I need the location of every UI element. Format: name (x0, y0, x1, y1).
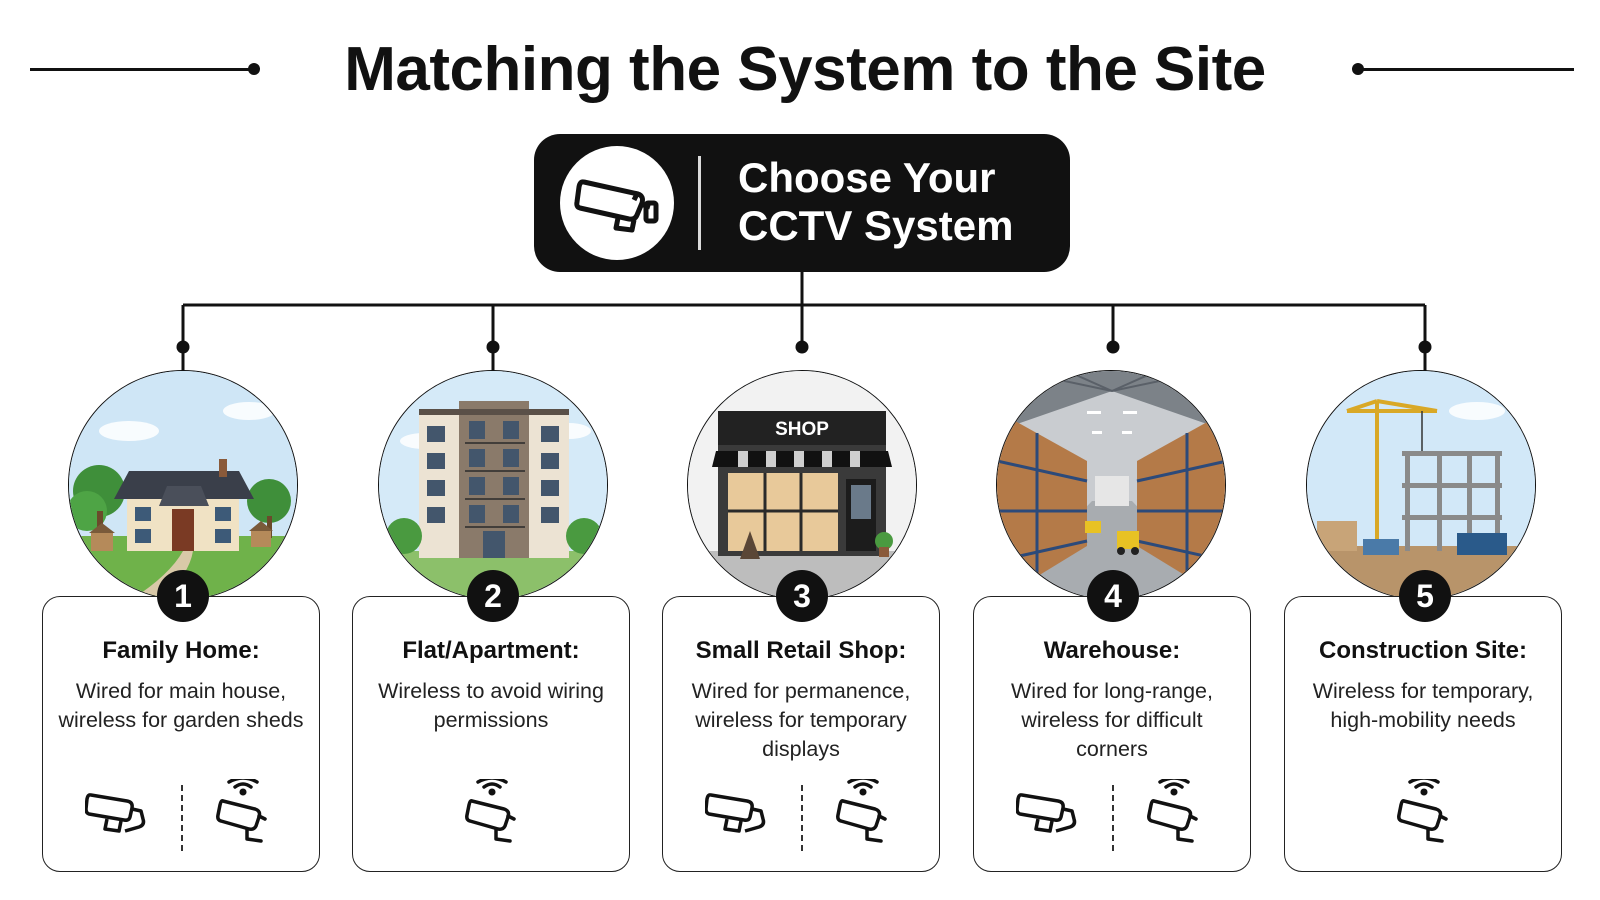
card-title: Flat/Apartment: (402, 637, 580, 664)
title-rule-right (1362, 68, 1574, 71)
hub-divider (698, 156, 701, 250)
card-flat-apartment: Flat/Apartment: Wireless to avoid wiring… (352, 596, 630, 872)
wired-camera-icon (85, 793, 146, 833)
badge-number-1: 1 (157, 570, 209, 622)
hub-label: Choose Your CCTV System (738, 154, 1058, 250)
photo-family-home (68, 370, 298, 600)
wireless-camera-icon (1397, 779, 1448, 843)
card-description: Wireless for temporary, high-mobility ne… (1312, 679, 1534, 732)
badge-number-3: 3 (776, 570, 828, 622)
title-rule-dot-left (248, 63, 260, 75)
card-description: Wireless to avoid wiring permissions (378, 679, 604, 732)
badge-number-4: 4 (1087, 570, 1139, 622)
card-warehouse: Warehouse: Wired for long-range, wireles… (973, 596, 1251, 872)
card-construction-site: Construction Site: Wireless for temporar… (1284, 596, 1562, 872)
card-description: Wired for main house, wireless for garde… (58, 679, 304, 732)
cctv-camera-icon (574, 179, 659, 233)
wired-camera-icon (1016, 793, 1077, 833)
shop-sign: SHOP (775, 419, 829, 440)
title-rule-left (30, 68, 252, 71)
cctv-system-hub: Choose Your CCTV System (534, 134, 1070, 272)
card-icons (663, 775, 939, 855)
page-title: Matching the System to the Site (344, 35, 1266, 104)
wireless-camera-icon (465, 779, 516, 843)
title-row: Matching the System to the Site (0, 30, 1600, 110)
card-icons (43, 775, 319, 855)
photo-apartment-building (378, 370, 608, 600)
wireless-camera-icon (1147, 779, 1198, 843)
icon-separator (181, 785, 183, 851)
card-title: Construction Site: (1319, 637, 1527, 664)
icon-separator (801, 785, 803, 851)
card-title: Warehouse: (1043, 637, 1181, 664)
card-small-retail-shop: Small Retail Shop: Wired for permanence,… (662, 596, 940, 872)
card-icons (353, 775, 629, 855)
card-title: Small Retail Shop: (695, 637, 907, 664)
hub-label-line2: CCTV System (738, 202, 1014, 249)
wired-camera-icon (705, 793, 766, 833)
badge-number-5: 5 (1399, 570, 1451, 622)
card-title: Family Home: (102, 637, 260, 664)
card-icons (1285, 775, 1561, 855)
hub-label-line1: Choose Your (738, 154, 996, 201)
photo-construction-site (1306, 370, 1536, 600)
hub-icon-circle (560, 146, 674, 260)
badge-number-2: 2 (467, 570, 519, 622)
wireless-camera-icon (836, 779, 887, 843)
photo-warehouse-interior (996, 370, 1226, 600)
card-family-home: Family Home: Wired for main house, wirel… (42, 596, 320, 872)
photo-retail-shop: SHOP (687, 370, 917, 600)
wireless-camera-icon (216, 779, 267, 843)
card-description: Wired for permanence, wireless for tempo… (691, 679, 911, 761)
title-rule-dot-right (1352, 63, 1364, 75)
card-icons (974, 775, 1250, 855)
card-description: Wired for long-range, wireless for diffi… (1011, 679, 1213, 761)
icon-separator (1112, 785, 1114, 851)
